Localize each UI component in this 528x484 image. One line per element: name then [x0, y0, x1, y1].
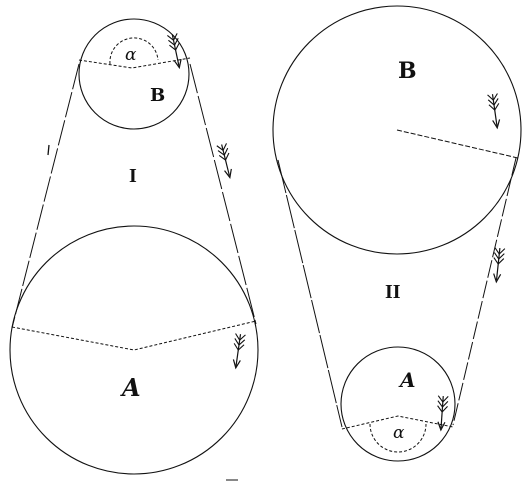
- figure-label-one: I: [129, 165, 137, 187]
- radius-line-large: [396, 129, 519, 159]
- belt-right: [189, 63, 257, 325]
- arrow-icon: [486, 92, 503, 130]
- angle-lines-small: [78, 57, 191, 69]
- pulley-a-large: [9, 225, 259, 475]
- angle-label-two: α: [393, 423, 405, 443]
- belt-tick: [47, 144, 50, 156]
- angle-arc-small: [369, 423, 427, 453]
- belt-left: [11, 63, 80, 329]
- figure-two: B II A α: [272, 5, 522, 462]
- pulley-a-small: [340, 346, 456, 462]
- arrow-icon: [216, 142, 236, 180]
- belt-left: [277, 159, 343, 428]
- figure-one: α B I A: [9, 18, 259, 475]
- arrow-icon: [230, 332, 247, 370]
- pulley-label-a-one: A: [120, 373, 141, 402]
- figure-label-two: II: [385, 281, 401, 303]
- angle-lines-small: [341, 415, 454, 430]
- belt-right: [452, 157, 517, 426]
- angle-arc-small: [109, 37, 159, 65]
- pulley-label-b-two: B: [398, 58, 417, 84]
- pulley-b-small: [78, 18, 190, 130]
- pulley-label-b-one: B: [150, 85, 165, 106]
- pulley-b-large: [272, 5, 522, 255]
- chord-lines-large: [11, 320, 257, 351]
- angle-label-one: α: [125, 45, 137, 65]
- pulley-label-a-two: A: [398, 368, 416, 392]
